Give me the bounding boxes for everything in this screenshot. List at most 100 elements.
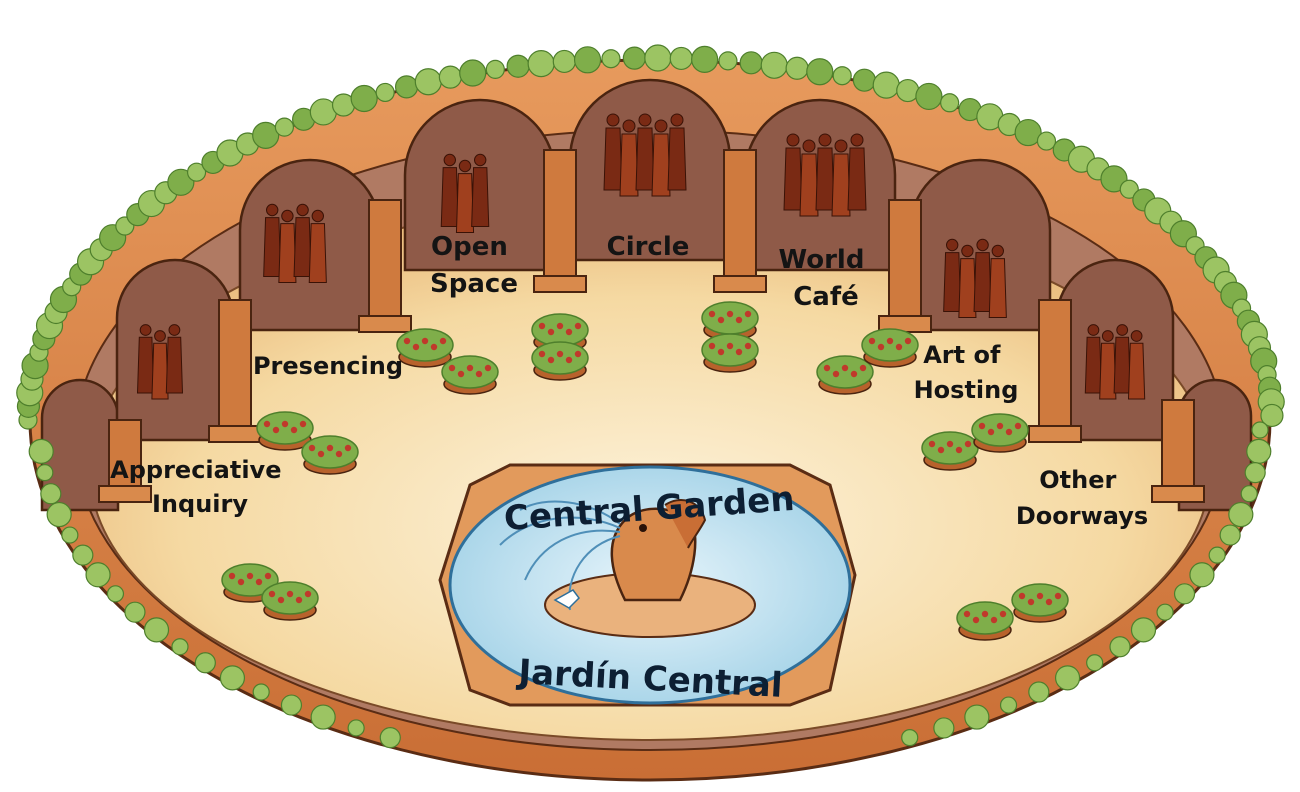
flower-icon — [344, 444, 352, 452]
person-icon — [638, 113, 652, 127]
flower-icon — [556, 322, 564, 330]
vine-leaf-icon — [194, 652, 216, 674]
vine-leaf-icon — [438, 65, 462, 89]
flower-icon — [286, 590, 294, 598]
central-garden: Central Garden Jardín Central — [438, 463, 857, 707]
planter-foliage — [221, 563, 279, 597]
bird-icon — [553, 589, 580, 609]
flower-icon — [421, 337, 429, 345]
planter-foliage — [256, 411, 314, 445]
flower-icon — [448, 364, 456, 372]
vine-leaf-icon — [901, 729, 919, 747]
vine-leaf-icon — [933, 717, 955, 739]
vine-leaf-icon — [739, 51, 763, 75]
vine-leaf-icon — [310, 704, 336, 730]
flower-icon — [946, 440, 954, 448]
flower-icon — [978, 422, 986, 430]
planter-foliage — [701, 301, 759, 335]
person-icon — [786, 133, 800, 147]
person-icon — [850, 133, 864, 147]
label-circle: Circle — [607, 232, 690, 262]
planter-foliage — [861, 328, 919, 362]
flower-icon — [744, 310, 752, 318]
column-base — [533, 275, 587, 293]
label-art-of-hosting: Art of Hosting — [914, 341, 1019, 404]
flower-icon — [955, 446, 963, 454]
person-icon — [988, 258, 1007, 318]
flower-icon — [868, 337, 876, 345]
flower-icon — [538, 350, 546, 358]
planter-foliage — [396, 328, 454, 362]
vine-leaf-icon — [347, 719, 365, 737]
vine-leaf-icon — [718, 51, 738, 71]
person-icon — [136, 336, 155, 394]
vine-leaf-icon — [1028, 681, 1050, 703]
flower-icon — [237, 578, 245, 586]
column-base — [1151, 485, 1205, 503]
person-icon — [165, 336, 184, 394]
person-icon — [834, 139, 848, 153]
vine-leaf-icon — [219, 665, 246, 691]
flower-icon — [1018, 592, 1026, 600]
person-icon — [619, 133, 639, 197]
flower-icon — [726, 342, 734, 350]
person-icon — [308, 223, 327, 283]
flower-icon — [823, 364, 831, 372]
flower-icon — [547, 356, 555, 364]
vine-leaf-icon — [252, 683, 270, 701]
flower-icon — [295, 596, 303, 604]
flower-icon — [255, 578, 263, 586]
planter-foliage — [921, 431, 979, 465]
person-icon — [651, 133, 671, 197]
flower-icon — [565, 356, 573, 364]
flower-icon — [277, 596, 285, 604]
person-icon — [654, 119, 668, 133]
flower-icon — [268, 590, 276, 598]
person-icon — [266, 203, 279, 217]
vine-leaf-icon — [691, 45, 719, 73]
vine-leaf-icon — [85, 562, 111, 588]
flower-icon — [317, 450, 325, 458]
vine-leaf-icon — [1228, 501, 1254, 528]
label-world-cafe: World Café — [778, 245, 873, 312]
vine-leaf-icon — [1240, 485, 1258, 503]
planter-foliage — [441, 355, 499, 389]
flower-icon — [264, 572, 272, 580]
person-icon — [1127, 342, 1146, 400]
vine-leaf-icon — [1246, 438, 1272, 464]
person-icon — [976, 238, 989, 252]
vine-leaf-icon — [1054, 665, 1081, 691]
vine-leaf-icon — [1109, 636, 1131, 658]
person-icon — [847, 147, 867, 211]
planter-foliage — [701, 333, 759, 367]
vine-leaf-icon — [274, 117, 294, 137]
column-base — [358, 315, 412, 333]
person-icon — [635, 127, 655, 191]
person-icon — [961, 244, 974, 258]
flower-icon — [272, 426, 280, 434]
vine-leaf-icon — [1173, 583, 1196, 605]
flower-icon — [246, 572, 254, 580]
vine-leaf-icon — [167, 168, 195, 196]
person-icon — [1087, 324, 1100, 336]
person-icon — [958, 258, 977, 318]
planter-foliage — [301, 435, 359, 469]
vine-leaf-icon — [964, 704, 990, 730]
label-presencing: Presencing — [253, 352, 403, 380]
person-icon — [1099, 342, 1117, 400]
vine-leaf-icon — [72, 544, 94, 566]
vine-leaf-icon — [459, 59, 487, 87]
column — [723, 149, 757, 281]
vine-leaf-icon — [1130, 617, 1157, 643]
label-other-doorways: Other Doorways — [1016, 466, 1148, 530]
person-icon — [168, 324, 181, 336]
planter-foliage — [956, 601, 1014, 635]
flower-icon — [439, 337, 447, 345]
flower-icon — [708, 310, 716, 318]
vine-leaf-icon — [171, 638, 189, 656]
flower-icon — [964, 440, 972, 448]
person-icon — [943, 252, 962, 312]
vine-leaf-icon — [1219, 524, 1241, 546]
person-icon — [1084, 336, 1103, 394]
